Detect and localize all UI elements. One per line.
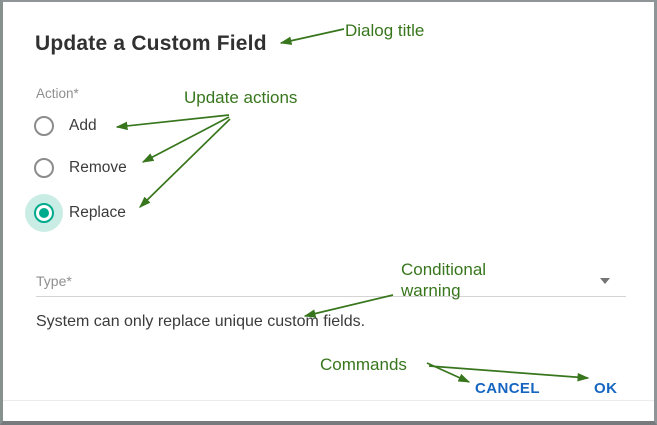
type-field-label: Type* bbox=[36, 273, 72, 289]
arrow-to-remove-radio bbox=[141, 116, 230, 163]
ok-button[interactable]: OK bbox=[590, 378, 621, 399]
field-underline bbox=[36, 296, 626, 297]
dialog-title: Update a Custom Field bbox=[35, 32, 267, 55]
type-select[interactable]: Type* bbox=[36, 270, 626, 297]
action-field-label: Action* bbox=[36, 86, 79, 101]
dialog-bottom-edge bbox=[3, 400, 654, 401]
chevron-down-icon[interactable] bbox=[600, 278, 610, 284]
radio-option-add[interactable]: Add bbox=[34, 116, 97, 136]
radio-unchecked-icon[interactable] bbox=[34, 116, 54, 136]
arrow-to-ok bbox=[428, 365, 590, 382]
radio-option-label: Remove bbox=[69, 159, 127, 176]
radio-checked-icon[interactable] bbox=[34, 203, 54, 223]
annotation-dialog-title: Dialog title bbox=[345, 21, 425, 40]
annotation-update-actions: Update actions bbox=[184, 88, 298, 107]
radio-option-remove[interactable]: Remove bbox=[34, 158, 127, 178]
annotation-conditional-warning: Conditional warning bbox=[401, 260, 487, 300]
radio-option-label: Replace bbox=[69, 204, 126, 221]
radio-option-replace[interactable]: Replace bbox=[34, 203, 126, 223]
arrow-to-cancel bbox=[426, 362, 471, 383]
cancel-button[interactable]: CANCEL bbox=[471, 378, 544, 399]
radio-unchecked-icon[interactable] bbox=[34, 158, 54, 178]
arrow-to-replace-radio bbox=[139, 118, 231, 208]
arrow-to-add-radio bbox=[115, 114, 230, 131]
arrow-to-dialog-title bbox=[279, 28, 345, 45]
annotation-commands: Commands bbox=[320, 355, 407, 374]
conditional-warning-text: System can only replace unique custom fi… bbox=[36, 313, 366, 330]
radio-option-label: Add bbox=[69, 117, 97, 134]
